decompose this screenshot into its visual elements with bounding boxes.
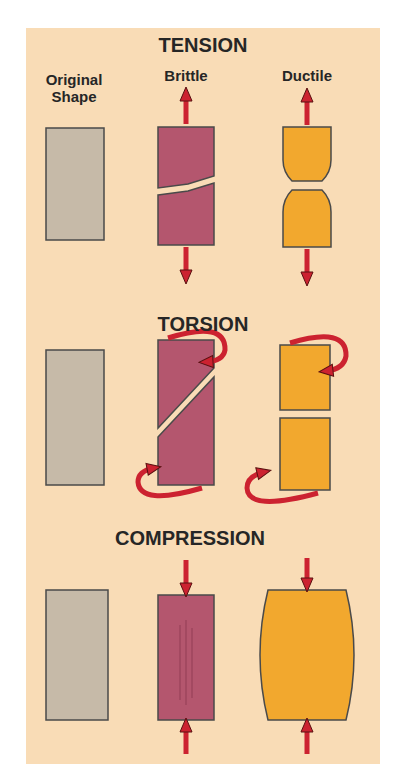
column-header: Original Shape	[34, 72, 114, 105]
force-arrows	[138, 94, 346, 754]
ductile-piece	[280, 418, 330, 490]
crack-lines	[180, 620, 192, 705]
ductile-piece	[280, 345, 330, 410]
original-shape	[46, 590, 108, 720]
brittle-piece	[158, 127, 214, 188]
section-heading: COMPRESSION	[60, 527, 320, 549]
column-header: Brittle	[141, 68, 231, 85]
original-shape	[46, 128, 104, 240]
original-shape	[46, 350, 104, 485]
column-header: Ductile	[262, 68, 352, 85]
ductile-piece	[283, 127, 331, 181]
brittle-piece	[158, 183, 214, 245]
ductile-piece	[283, 190, 331, 247]
section-heading: TENSION	[93, 34, 313, 56]
brittle-piece	[158, 595, 214, 720]
section-heading: TORSION	[93, 313, 313, 335]
brittle-piece	[158, 377, 214, 485]
ductile-barrel	[260, 590, 354, 720]
